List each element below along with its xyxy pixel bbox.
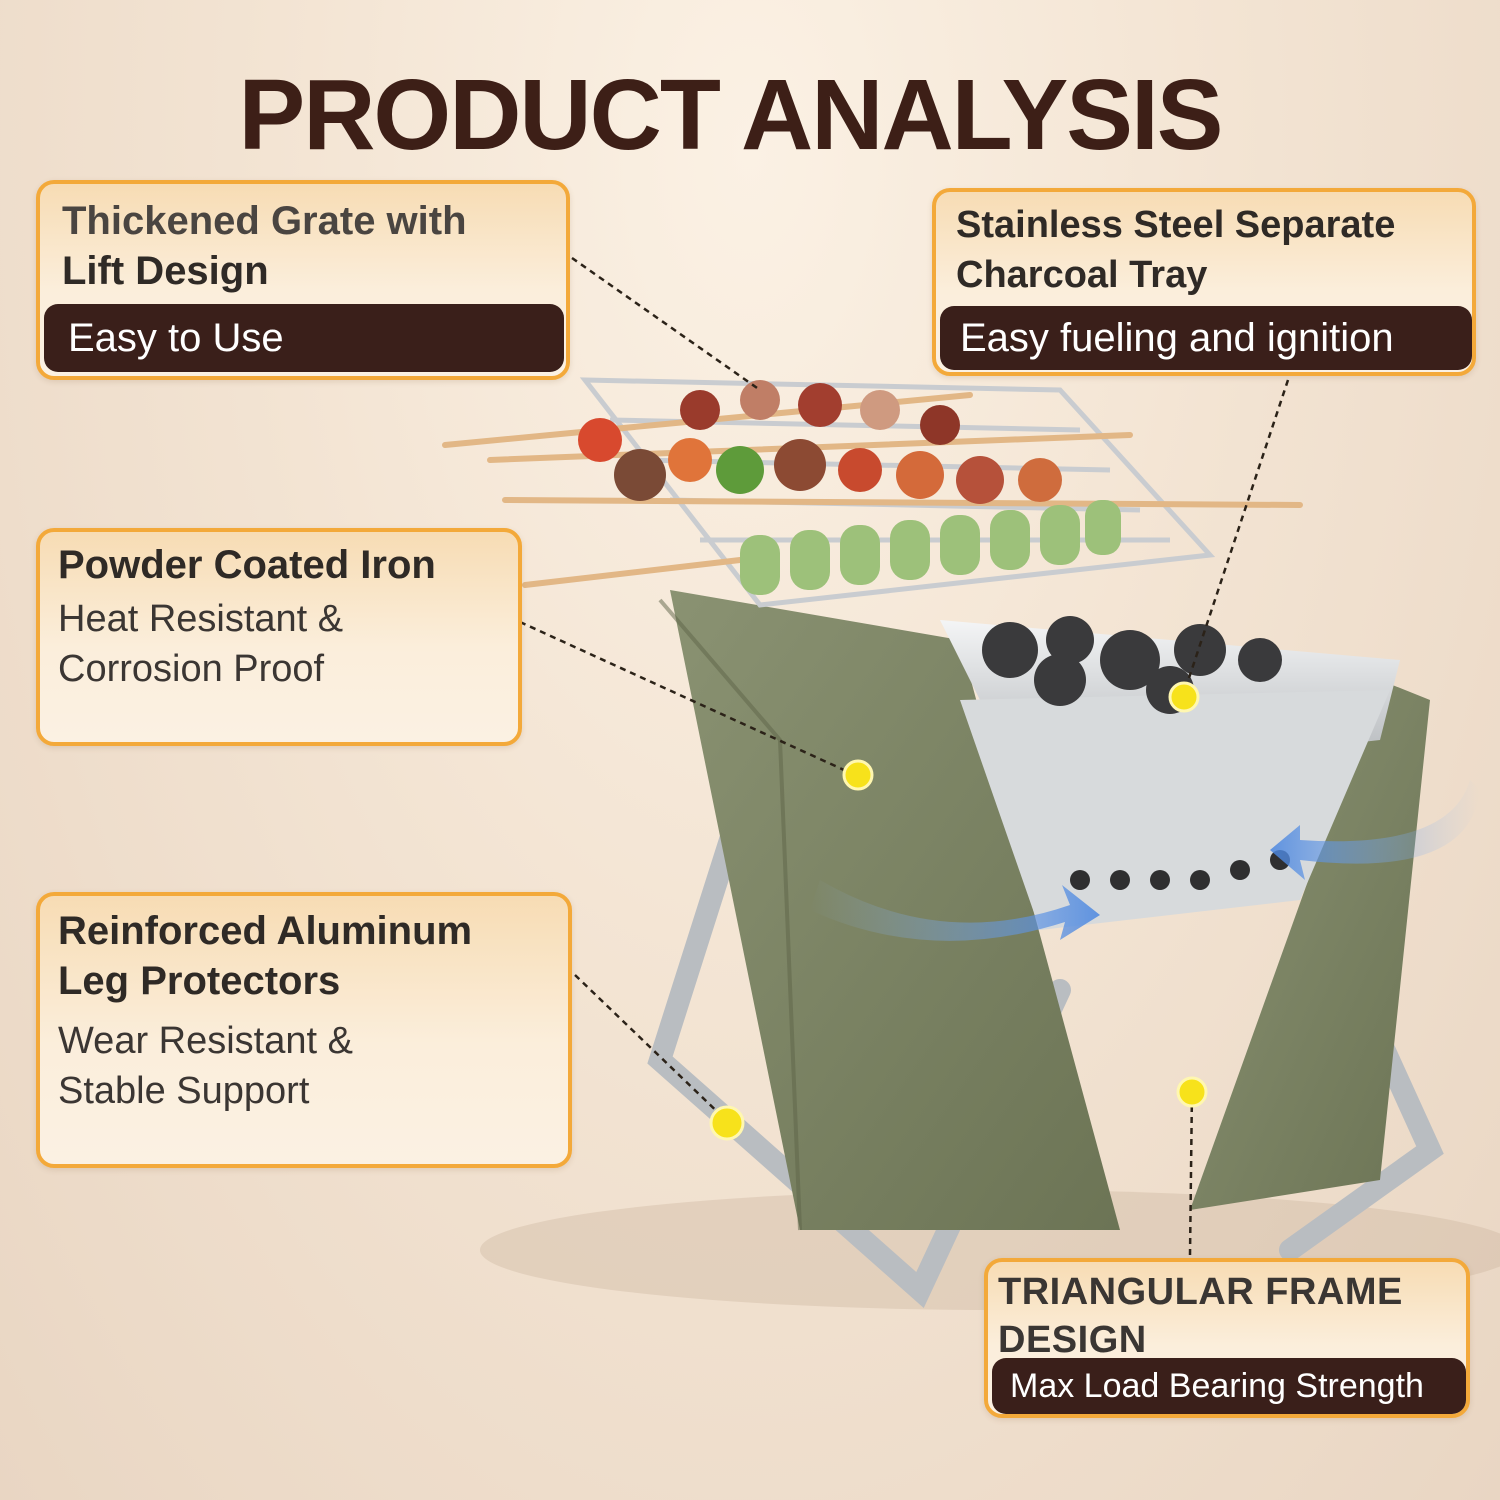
grill-body-right — [1190, 680, 1430, 1210]
callout-frame-heading-line1: TRIANGULAR FRAME — [998, 1271, 1403, 1313]
callout-grate-heading-line2: Lift Design — [62, 249, 269, 293]
airflow-arrow-left — [810, 880, 1100, 941]
page-title: PRODUCT ANALYSIS — [238, 59, 1224, 171]
callout-tray-heading-line2: Charcoal Tray — [956, 254, 1208, 296]
callout-frame-band: Max Load Bearing Strength — [992, 1358, 1466, 1414]
callout-legs-desc-line1: Wear Resistant & — [58, 1020, 353, 1062]
callout-legs-heading-line2: Leg Protectors — [58, 959, 341, 1003]
callout-iron-heading: Powder Coated Iron — [58, 543, 436, 587]
callout-tray-band: Easy fueling and ignition — [940, 306, 1472, 370]
callout-legs-heading: Reinforced Aluminum Leg Protectors — [58, 906, 472, 1006]
feature-markers — [709, 681, 1208, 1141]
vegetable-sausages — [740, 500, 1121, 595]
charcoal-pieces — [982, 616, 1282, 714]
skewered-food — [578, 380, 1062, 504]
marker-frame — [1176, 1076, 1208, 1108]
callout-frame: TRIANGULAR FRAME DESIGN Max Load Bearing… — [984, 1258, 1470, 1418]
callout-legs-desc-line2: Stable Support — [58, 1070, 310, 1112]
callout-legs-description: Wear Resistant & Stable Support — [58, 1016, 353, 1116]
vent-holes — [1070, 850, 1290, 890]
airflow-arrow-right — [1270, 780, 1480, 880]
marker-charcoal-tray — [1168, 681, 1200, 713]
grill-body-left — [670, 590, 1120, 1230]
callout-iron-description: Heat Resistant & Corrosion Proof — [58, 594, 343, 694]
callout-tray: Stainless Steel Separate Charcoal Tray E… — [932, 188, 1476, 376]
marker-leg — [709, 1105, 745, 1141]
callout-tray-heading-line1: Stainless Steel Separate — [956, 204, 1396, 246]
callout-frame-heading: TRIANGULAR FRAME DESIGN — [998, 1268, 1403, 1364]
callout-frame-heading-line2: DESIGN — [998, 1319, 1147, 1361]
callout-grate: Thickened Grate with Lift Design Easy to… — [36, 180, 570, 380]
callout-grate-heading: Thickened Grate with Lift Design — [62, 196, 467, 296]
callout-grate-band: Easy to Use — [44, 304, 564, 372]
leader-lines — [519, 256, 1290, 1256]
callout-iron-desc-line1: Heat Resistant & — [58, 598, 344, 640]
marker-body — [842, 759, 874, 791]
callout-tray-heading: Stainless Steel Separate Charcoal Tray — [956, 200, 1395, 300]
callout-grate-heading-line1: Thickened Grate with — [62, 199, 467, 243]
callout-iron-desc-line2: Corrosion Proof — [58, 648, 325, 690]
callout-legs-heading-line1: Reinforced Aluminum — [58, 909, 473, 953]
callout-iron: Powder Coated Iron Heat Resistant & Corr… — [36, 528, 522, 746]
callout-legs: Reinforced Aluminum Leg Protectors Wear … — [36, 892, 572, 1168]
